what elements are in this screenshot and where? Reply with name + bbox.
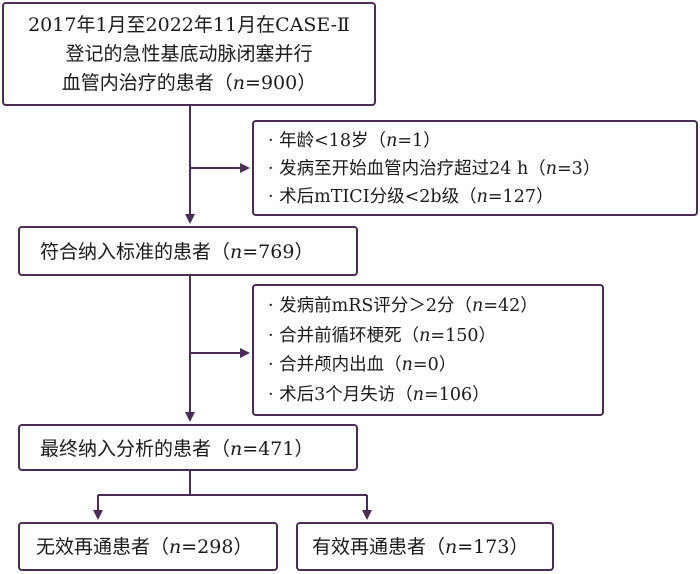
ineffective-text: 无效再通患者（n=298） [36, 536, 253, 558]
initial-line-3: 血管内治疗的患者（n=900） [61, 72, 317, 94]
exclusion2-item: · 发病前mRS评分＞2分（n=42） [268, 296, 538, 316]
exclusion1-item: · 术后mTICI分级<2b级（n=127） [268, 187, 554, 207]
exclusion1-item: · 发病至开始血管内治疗超过24 h（n=3） [268, 159, 601, 179]
exclusion-box-2: · 发病前mRS评分＞2分（n=42） · 合并前循环梗死（n=150） · 合… [252, 284, 604, 416]
exclusion-box-1: · 年龄<18岁（n=1） · 发病至开始血管内治疗超过24 h（n=3） · … [252, 120, 698, 216]
initial-line-2: 登记的急性基底动脉闭塞并行 [65, 43, 313, 65]
exclusion2-item: · 合并前循环梗死（n=150） [268, 325, 496, 346]
effective-recanalization-box: 有效再通患者（n=173） [296, 522, 554, 571]
exclusion2-item: · 术后3个月失访（n=106） [268, 384, 490, 405]
exclusion2-item: · 合并颅内出血（n=0） [268, 355, 457, 375]
initial-population-box: 2017年1月至2022年11月在CASE-Ⅱ 登记的急性基底动脉闭塞并行 血管… [2, 2, 376, 106]
ineffective-recanalization-box: 无效再通患者（n=298） [18, 522, 278, 571]
final-text: 最终纳入分析的患者（n=471） [40, 438, 314, 460]
initial-line-1: 2017年1月至2022年11月在CASE-Ⅱ [28, 14, 350, 36]
exclusion1-item: · 年龄<18岁（n=1） [268, 131, 441, 151]
eligible-text: 符合纳入标准的患者（n=769） [40, 241, 314, 263]
eligible-box: 符合纳入标准的患者（n=769） [18, 226, 358, 276]
final-analysis-box: 最终纳入分析的患者（n=471） [18, 424, 358, 471]
effective-text: 有效再通患者（n=173） [312, 536, 529, 558]
